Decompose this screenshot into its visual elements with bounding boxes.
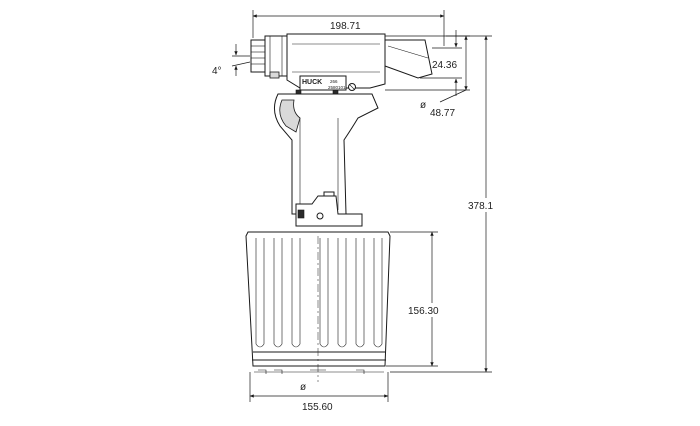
dim-cylinder-height: 156.30 bbox=[386, 231, 444, 367]
tool-cylinder bbox=[245, 231, 391, 374]
nose-cap bbox=[250, 39, 266, 73]
dim-overall-length: 198.71 bbox=[252, 10, 445, 46]
model-label: 266 bbox=[330, 79, 338, 84]
bolt-icon bbox=[297, 209, 305, 219]
nose-diameter-symbol: ø bbox=[420, 100, 426, 111]
fitting-knob-icon bbox=[316, 212, 324, 220]
label-plate bbox=[299, 75, 347, 91]
serial-label: 2580101 bbox=[328, 85, 346, 90]
head-body bbox=[286, 33, 386, 89]
trigger-lock-icon bbox=[269, 71, 280, 79]
dim-nose-offset: 24.36 bbox=[420, 30, 462, 96]
angle-value: 4° bbox=[212, 66, 222, 77]
nose-offset-value: 24.36 bbox=[432, 60, 457, 71]
base-diameter-value: 155.60 bbox=[302, 402, 333, 413]
tool-head: HUCK 266 2580101 bbox=[250, 33, 433, 97]
base-diameter-symbol: ø bbox=[300, 382, 306, 393]
handle-base-collar bbox=[295, 195, 363, 227]
overall-height-value: 378.1 bbox=[468, 201, 493, 212]
dim-nose-diameter: ø 48.77 bbox=[385, 35, 470, 119]
overall-length-value: 198.71 bbox=[330, 21, 361, 32]
nose-collar bbox=[264, 35, 288, 77]
tool-handle bbox=[274, 93, 379, 227]
deflector-tube bbox=[384, 39, 433, 79]
cylinder-height-value: 156.30 bbox=[408, 306, 439, 317]
trigger bbox=[279, 99, 301, 133]
dim-angle: 4° bbox=[212, 44, 251, 77]
dim-base-diameter: ø 155.60 bbox=[249, 372, 389, 413]
dim-overall-height: 378.1 bbox=[390, 35, 502, 373]
nose-diameter-value: 48.77 bbox=[430, 108, 455, 119]
brand-label: HUCK bbox=[302, 79, 322, 86]
